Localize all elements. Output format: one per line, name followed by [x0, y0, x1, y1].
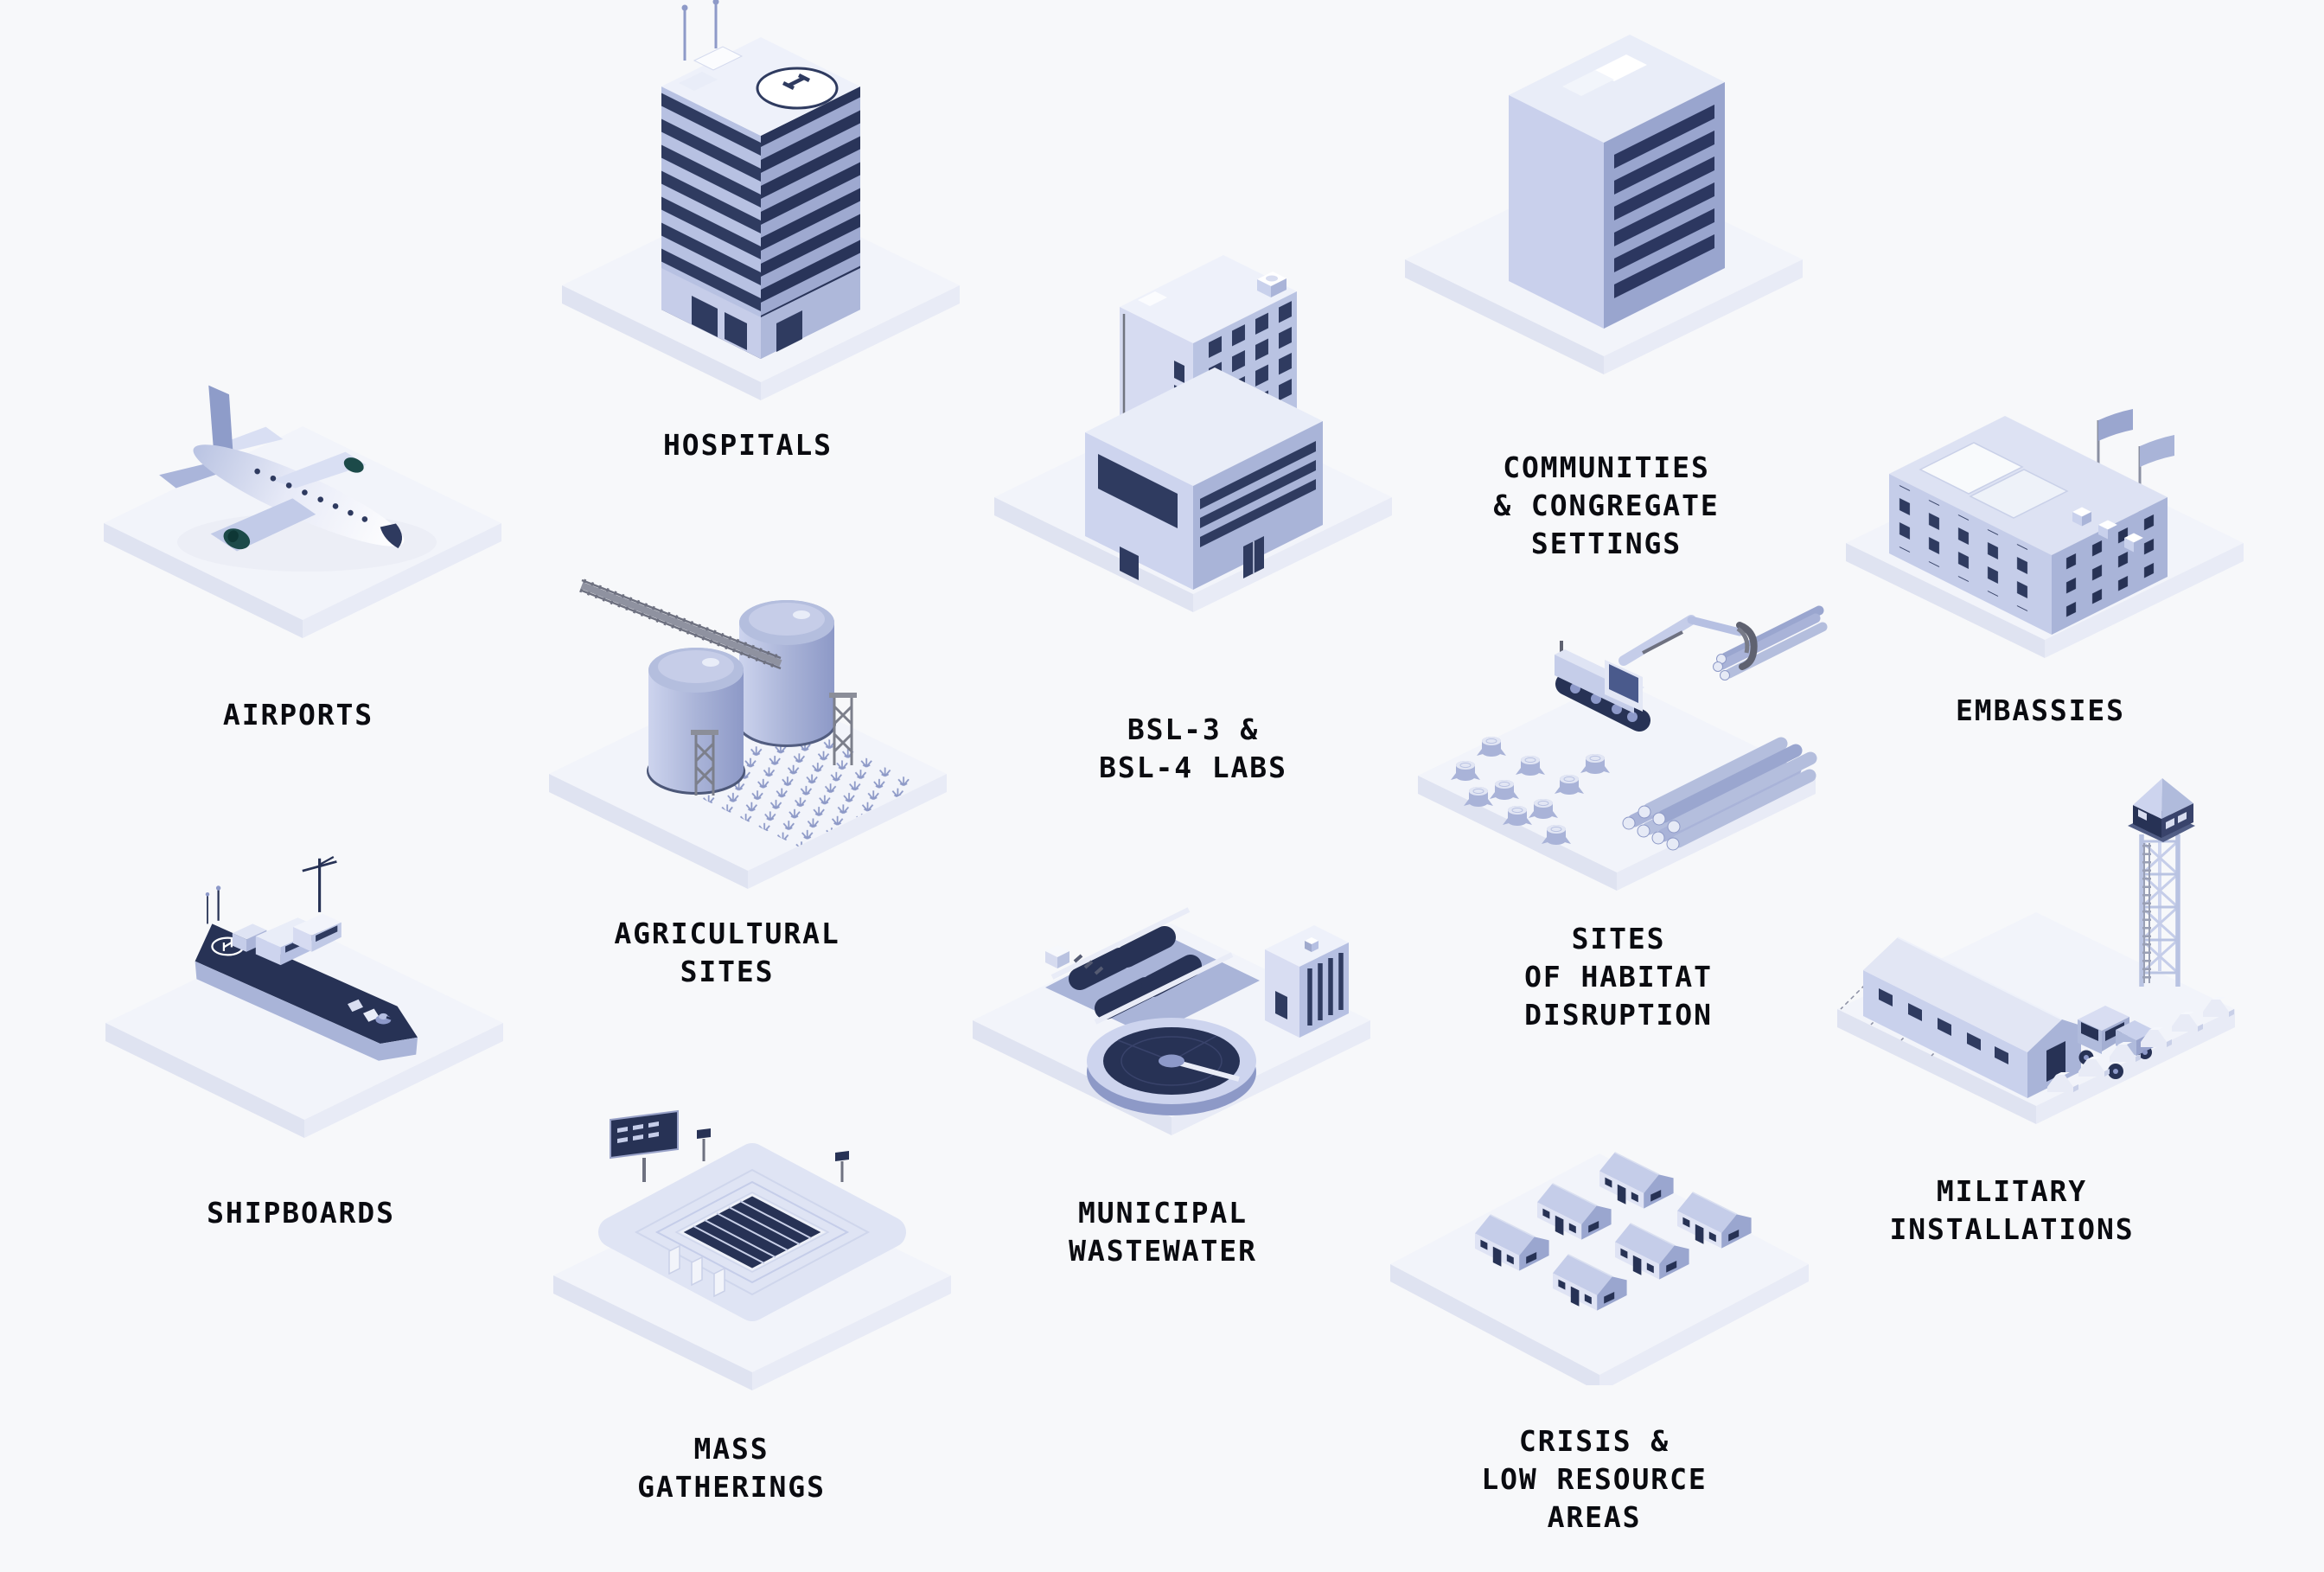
bsl-labs-label: BSL-3 & BSL-4 LABS [1099, 713, 1287, 784]
tent-camp-icon [1390, 1152, 1809, 1385]
military-base-icon [1837, 778, 2235, 1124]
grain-silos-crops-icon [549, 578, 947, 889]
airports-label: AIRPORTS [222, 698, 374, 732]
wastewater-plant-icon [973, 907, 1370, 1135]
mass-gatherings-label: MASS GATHERINGS [637, 1432, 826, 1504]
hospital-tower-icon [562, 0, 960, 400]
hospitals-label: HOSPITALS [663, 428, 833, 462]
communities-label: COMMUNITIES & CONGREGATE SETTINGS [1493, 451, 1720, 560]
naval-ship-icon [105, 856, 503, 1138]
stadium-icon [553, 1109, 951, 1390]
apartment-block-icon [1405, 35, 1803, 374]
crisis-low-resource-label: CRISIS & LOW RESOURCE AREAS [1481, 1424, 1708, 1534]
shipboards-label: SHIPBOARDS [207, 1196, 395, 1230]
embassy-building-icon [1846, 409, 2244, 658]
military-installations-label: MILITARY INSTALLATIONS [1889, 1174, 2135, 1246]
habitat-disruption-label: SITES OF HABITAT DISRUPTION [1524, 922, 1713, 1032]
logging-harvester-icon [1418, 605, 1828, 891]
embassies-label: EMBASSIES [1956, 693, 2125, 727]
agricultural-sites-label: AGRICULTURAL SITES [614, 917, 840, 988]
airplane-icon [104, 385, 501, 638]
municipal-wastewater-label: MUNICIPAL WASTEWATER [1069, 1196, 1257, 1268]
laboratory-building-icon [994, 255, 1392, 612]
